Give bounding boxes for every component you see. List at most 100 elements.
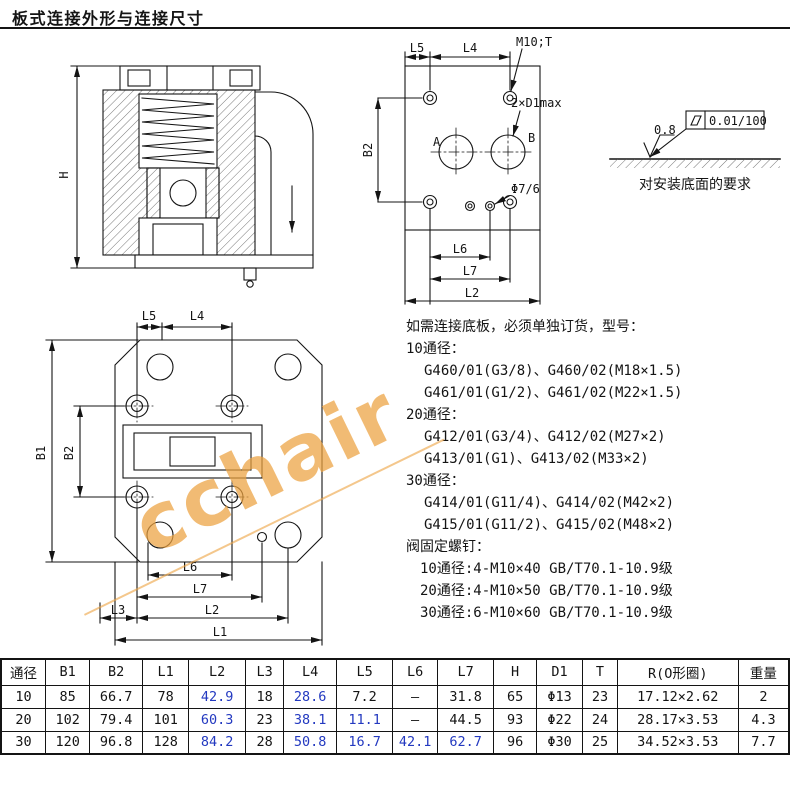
table-header-cell: 通径: [0, 658, 46, 686]
table-header-row: 通径 B1 B2 L1 L2 L3 L4 L5 L6 L7 H D1 T R(O…: [0, 658, 790, 686]
ordering-line: 30通径：: [406, 473, 465, 489]
table-cell: Φ30: [535, 730, 584, 755]
dim-label-l6: L6: [453, 242, 467, 256]
mounting-face-geometry: [375, 48, 541, 305]
table-cell: 78: [141, 684, 190, 709]
ordering-line: G461/01(G1/2)、G461/02(M22×1.5): [424, 385, 683, 401]
table-cell: Φ13: [535, 684, 584, 709]
table-cell: 42.9: [188, 684, 246, 709]
table-cell: 96.8: [89, 730, 143, 755]
title-rule: [0, 27, 790, 29]
bottom-view-geometry: [45, 322, 323, 646]
table-cell: 34.52×3.53: [616, 730, 739, 755]
bottom-view-drawing: L5 L4 B1 B2 L6 L7 L3 L2 L1: [34, 309, 323, 646]
table-cell: 30: [0, 730, 46, 755]
table-cell: 25: [582, 730, 618, 755]
dim-label-l6: L6: [183, 560, 197, 574]
dim-label-l3: L3: [111, 603, 125, 617]
table-header-cell: B2: [89, 658, 143, 686]
dimension-table: 通径 B1 B2 L1 L2 L3 L4 L5 L6 L7 H D1 T R(O…: [0, 658, 790, 755]
table-header-cell: L5: [335, 658, 394, 686]
table-cell: 65: [493, 684, 537, 709]
page-title: 板式连接外形与连接尺寸: [12, 11, 205, 28]
table-cell: 101: [141, 707, 190, 732]
table-cell: 24: [582, 707, 618, 732]
ordering-line: G460/01(G3/8)、G460/02(M18×1.5): [424, 363, 683, 379]
table-cell: 42.1: [392, 730, 438, 755]
ordering-line: 10通径:4-M10×40 GB/T70.1-10.9级: [420, 561, 673, 577]
dim-label-l2: L2: [205, 603, 219, 617]
table-cell: 44.5: [436, 707, 495, 732]
section-view-drawing: H: [57, 65, 314, 288]
table-cell: 4.3: [737, 707, 790, 732]
table-header-cell: R(O形圈): [616, 658, 739, 686]
table-header-cell: L1: [141, 658, 190, 686]
ordering-line: 10通径：: [406, 341, 465, 357]
table-cell: –: [392, 707, 438, 732]
table-cell: 23: [244, 707, 285, 732]
ordering-line: 阀固定螺钉：: [406, 539, 490, 555]
dim-label-l5: L5: [142, 309, 156, 323]
table-cell: 93: [493, 707, 537, 732]
dim-label-h: H: [57, 171, 71, 178]
table-row: 30 120 96.8 128 84.2 28 50.8 16.7 42.1 6…: [0, 730, 790, 755]
ordering-intro: 如需连接底板，必须单独订货，型号：: [406, 319, 644, 335]
port-b-label: B: [528, 131, 535, 145]
table-cell: 62.7: [436, 730, 495, 755]
ordering-line: 20通径:4-M10×50 GB/T70.1-10.9级: [420, 583, 673, 599]
table-header-cell: D1: [535, 658, 584, 686]
table-cell: 20: [0, 707, 46, 732]
flatness-requirement-annotation: 0.01/100 0.8 对安装底面的要求: [609, 110, 781, 192]
table-cell: 85: [44, 684, 91, 709]
flatness-tolerance-value: 0.01/100: [709, 114, 767, 128]
table-cell: 23: [582, 684, 618, 709]
table-header-cell: L2: [188, 658, 246, 686]
ordering-line: 20通径：: [406, 407, 465, 423]
dim-label-b2: B2: [361, 143, 375, 157]
table-cell: –: [392, 684, 438, 709]
table-cell: 96: [493, 730, 537, 755]
table-cell: 28.6: [283, 684, 337, 709]
ordering-info: 如需连接底板，必须单独订货，型号： 10通径： G460/01(G3/8)、G4…: [406, 316, 790, 624]
callout-d1max: 2×D1max: [511, 96, 562, 110]
dim-label-l5: L5: [410, 41, 424, 55]
ordering-line: G413/01(G1)、G413/02(M33×2): [424, 451, 649, 467]
table-cell: 66.7: [89, 684, 143, 709]
dim-label-l1: L1: [213, 625, 227, 639]
port-a-label: A: [433, 135, 441, 149]
flatness-geometry: [609, 110, 781, 168]
table-header-cell: B1: [44, 658, 91, 686]
table-header-cell: L6: [392, 658, 438, 686]
roughness-value: 0.8: [654, 123, 676, 137]
table-cell: 79.4: [89, 707, 143, 732]
table-cell: 7.7: [737, 730, 790, 755]
ordering-line: 30通径:6-M10×60 GB/T70.1-10.9级: [420, 605, 673, 621]
table-cell: 17.12×2.62: [616, 684, 739, 709]
flatness-caption: 对安装底面的要求: [639, 176, 751, 192]
callout-m10-t: M10;T: [516, 36, 552, 49]
table-cell: 38.1: [283, 707, 337, 732]
callout-phi76: Φ7/6: [511, 182, 540, 196]
table-header-cell: T: [582, 658, 618, 686]
table-header-cell: H: [493, 658, 537, 686]
table-header-cell: L7: [436, 658, 495, 686]
dim-label-b2: B2: [62, 446, 76, 460]
table-header-cell: L4: [283, 658, 337, 686]
table-header-cell: L3: [244, 658, 285, 686]
dim-label-l4: L4: [190, 309, 204, 323]
table-cell: 11.1: [335, 707, 394, 732]
table-cell: 128: [141, 730, 190, 755]
dim-label-l7: L7: [193, 582, 207, 596]
table-cell: 2: [737, 684, 790, 709]
table-cell: 31.8: [436, 684, 495, 709]
table-cell: 120: [44, 730, 91, 755]
table-cell: 28.17×3.53: [616, 707, 739, 732]
table-header-cell: 重量: [737, 658, 790, 686]
dim-label-b1: B1: [34, 446, 48, 460]
table-cell: 18: [244, 684, 285, 709]
dim-label-l7: L7: [463, 264, 477, 278]
table-cell: 84.2: [188, 730, 246, 755]
table-row: 10 85 66.7 78 42.9 18 28.6 7.2 – 31.8 65…: [0, 684, 790, 709]
table-cell: 7.2: [335, 684, 394, 709]
